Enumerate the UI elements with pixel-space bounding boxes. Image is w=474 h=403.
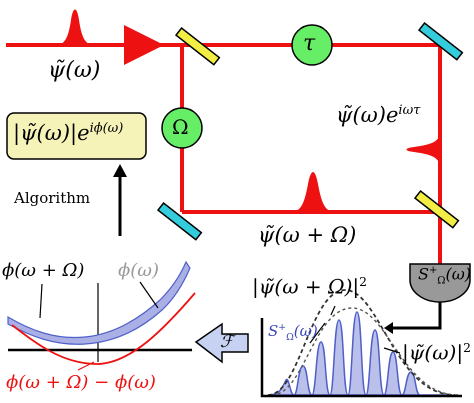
input-pulse (55, 9, 95, 45)
mirror-bottom-left (156, 202, 203, 241)
spectrum-envelope-label: |ψ̃(ω + Ω)|2 (252, 274, 368, 299)
reconstructed-box (6, 112, 147, 160)
reconstructed-label: |ψ̃(ω)|eiϕ(ω) (13, 121, 124, 145)
fourier-arrow (194, 322, 249, 364)
algorithm-label: Algorithm (14, 189, 91, 207)
spectrum-signal-label: S+Ω(ω) (268, 322, 318, 343)
detector (409, 262, 471, 303)
spectrum-axes (260, 318, 462, 398)
omega-label: Ω (172, 115, 189, 139)
tau-label: τ (303, 31, 316, 56)
tau-node (291, 24, 333, 66)
phase-difference-curve (11, 292, 196, 365)
delayed-field-label: ψ̃(ω)eiωτ (336, 103, 421, 127)
fourier-label: ℱ (220, 332, 234, 352)
delayed-pulse (406, 130, 440, 170)
spectrum-abs-label: |ψ̃(ω)|2 (402, 340, 471, 365)
input-field-label: ψ̃(ω) (48, 58, 101, 83)
beam-splitter-output (413, 190, 460, 229)
shifted-field-label: ψ̃(ω + Ω) (258, 223, 357, 247)
detector-output-arrow (388, 302, 442, 330)
beam-splitter-input (174, 27, 221, 66)
spectrum-envelope-shifted (267, 289, 456, 396)
phase-difference-label: ϕ(ω + Ω) − ϕ(ω) (6, 372, 156, 393)
spectrum-plot (260, 289, 462, 398)
phase-plot (7, 260, 196, 371)
phase-band (7, 260, 191, 345)
detector-label: S+Ω(ω) (418, 264, 472, 287)
phase-shifted-label: ϕ(ω + Ω) (2, 260, 85, 281)
shifted-pulse (290, 172, 336, 212)
phase-label: ϕ(ω) (118, 260, 159, 281)
omega-node (161, 107, 203, 149)
mirror-top-right (417, 22, 464, 61)
